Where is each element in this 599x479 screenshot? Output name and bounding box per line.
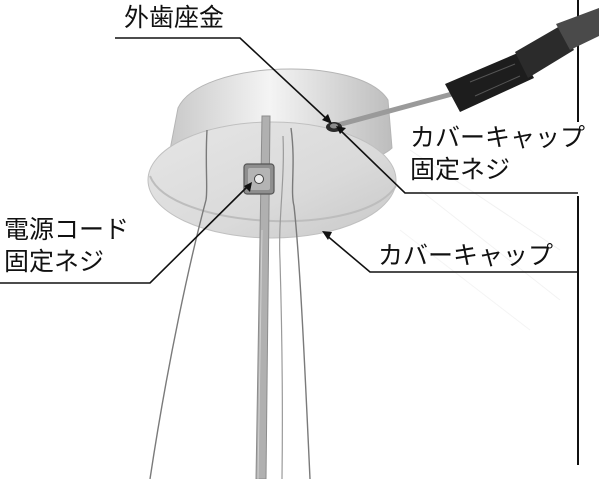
leader-lines: [0, 37, 578, 284]
label-line-1: 電源コード: [4, 215, 130, 244]
power-cord: [255, 115, 271, 479]
arrow-heads: [244, 114, 346, 240]
screwdriver-icon: [331, 8, 599, 129]
label-text: 外歯座金: [124, 3, 225, 32]
label-power-cord-screw: 電源コード 固定ネジ: [4, 214, 129, 278]
label-outer-tooth-washer: 外歯座金: [124, 2, 224, 34]
ceiling-shading: [399, 149, 561, 331]
label-line-2: 固定ネジ: [410, 155, 511, 184]
cord-fixing-block: [243, 163, 275, 195]
label-cover-cap: カバーキャップ: [378, 240, 553, 272]
label-text: カバーキャップ: [378, 241, 554, 270]
label-line-1: カバーキャップ: [410, 123, 586, 152]
label-line-2: 固定ネジ: [4, 247, 105, 276]
label-cover-cap-screw: カバーキャップ 固定ネジ: [410, 122, 585, 186]
cover-cap: [147, 68, 397, 239]
